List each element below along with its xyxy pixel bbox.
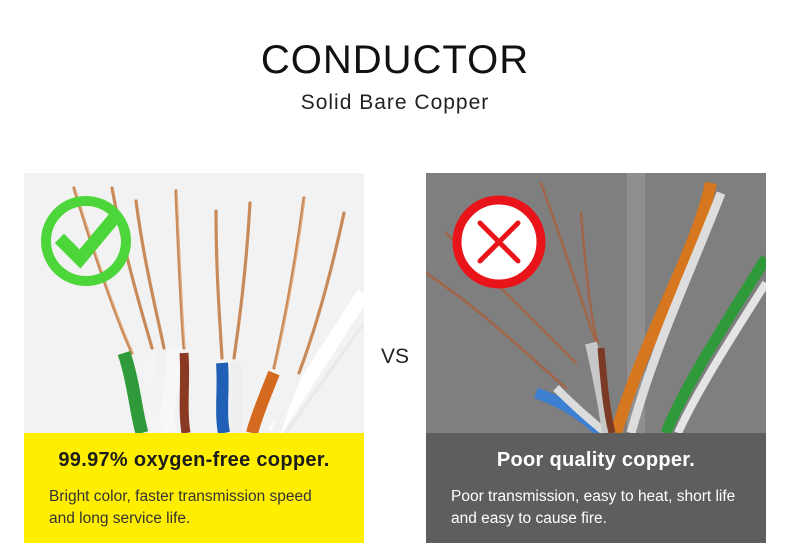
bad-copper-description: Poor transmission, easy to heat, short l… — [451, 488, 736, 527]
good-copper-panel: 99.97% oxygen-free copper. Bright color,… — [24, 173, 364, 543]
check-icon — [41, 196, 131, 286]
page-title: CONDUCTOR — [260, 38, 530, 82]
bad-copper-caption: Poor quality copper. Poor transmission, … — [426, 433, 766, 543]
good-copper-description: Bright color, faster transmission speed … — [49, 488, 312, 527]
cross-icon — [452, 195, 546, 289]
bad-copper-wires-photo — [426, 173, 766, 433]
bad-copper-headline: Poor quality copper. — [496, 449, 696, 471]
bad-copper-panel: Poor quality copper. Poor transmission, … — [426, 173, 766, 543]
good-copper-wires-photo — [24, 173, 364, 433]
page-subtitle: Solid Bare Copper — [300, 91, 490, 114]
good-copper-headline: 99.97% oxygen-free copper. — [58, 449, 330, 471]
good-copper-caption: 99.97% oxygen-free copper. Bright color,… — [24, 433, 364, 543]
vs-label: VS — [380, 345, 409, 368]
